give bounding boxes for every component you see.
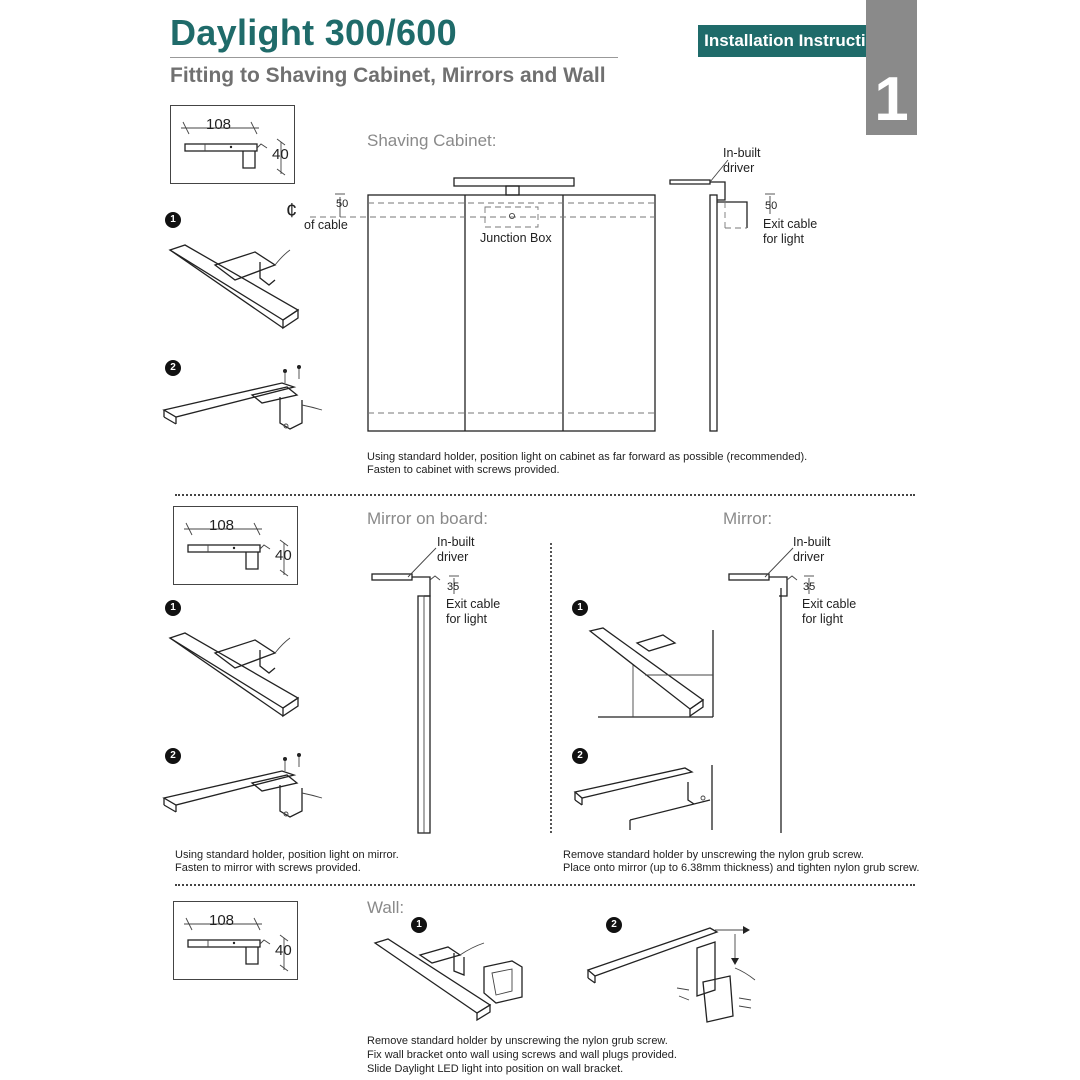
page-title: Daylight 300/600 <box>170 12 457 53</box>
page-subtitle: Fitting to Shaving Cabinet, Mirrors and … <box>170 64 606 87</box>
mirror-heading: Mirror: <box>723 509 773 528</box>
section-divider <box>175 494 915 496</box>
light-bar-step-1-illustration <box>168 632 300 718</box>
cable-label: of cable <box>304 218 348 232</box>
dimension-height: 40 <box>275 942 292 959</box>
driver-label-line1: In-built <box>437 535 475 549</box>
dimension-height: 40 <box>275 547 292 564</box>
step-2-marker: 2 <box>572 748 588 764</box>
section-divider <box>175 884 915 886</box>
dimension-width: 108 <box>209 517 235 534</box>
wall-caption-line2: Fix wall bracket onto wall using screws … <box>367 1049 677 1061</box>
title-divider <box>170 57 618 58</box>
step-1-marker: 1 <box>165 600 181 616</box>
mirror-caption-line2: Place onto mirror (up to 6.38mm thicknes… <box>563 862 920 874</box>
exit-cable-label-line2: for light <box>763 232 804 246</box>
step-1-marker: 1 <box>411 917 427 933</box>
mirror-board-caption-line1: Using standard holder, position light on… <box>175 849 399 861</box>
light-bar-step-1-illustration <box>168 244 300 330</box>
shaving-cabinet-heading: Shaving Cabinet: <box>367 131 497 150</box>
mirror-board-caption-line2: Fasten to mirror with screws provided. <box>175 862 361 874</box>
step-2-marker: 2 <box>165 748 181 764</box>
light-profile-drawing <box>184 917 289 972</box>
light-profile-drawing <box>181 121 286 176</box>
driver-label-line1: In-built <box>793 535 831 549</box>
centerline-symbol: ¢ <box>286 200 298 222</box>
dimension-box <box>173 901 298 980</box>
light-bar-step-2-illustration <box>162 753 323 818</box>
exit-cable-label-line1: Exit cable <box>763 217 818 231</box>
driver-label-line2: driver <box>723 161 755 175</box>
mirror-step-1-illustration <box>588 627 714 718</box>
wall-step-1-illustration <box>373 938 523 1022</box>
dimension-height: 40 <box>272 146 289 163</box>
dimension-box <box>170 105 295 184</box>
step-1-marker: 1 <box>572 600 588 616</box>
shaving-caption-line2: Fasten to cabinet with screws provided. <box>367 464 560 476</box>
cable-height-dimension: 50 <box>336 198 349 210</box>
step-1-marker: 1 <box>165 212 181 228</box>
mirror-on-board-drawing <box>371 547 459 834</box>
light-profile-drawing <box>184 522 289 577</box>
shaving-caption-line1: Using standard holder, position light on… <box>367 451 808 463</box>
vertical-divider <box>550 543 552 833</box>
step-2-marker: 2 <box>165 360 181 376</box>
exit-cable-label-line1: Exit cable <box>446 597 501 611</box>
exit-dimension: 35 <box>803 581 816 593</box>
mirror-on-board-heading: Mirror on board: <box>367 509 488 528</box>
page-number-block: 1 <box>866 0 917 135</box>
wall-heading: Wall: <box>367 898 405 917</box>
junction-box-label: Junction Box <box>480 231 552 245</box>
wall-caption-line1: Remove standard holder by unscrewing the… <box>367 1035 668 1047</box>
exit-cable-label-line1: Exit cable <box>802 597 857 611</box>
exit-dimension: 50 <box>765 200 778 212</box>
mirror-drawing <box>728 547 814 833</box>
page-number: 1 <box>874 65 909 134</box>
driver-label-line2: driver <box>437 550 469 564</box>
shaving-cabinet-drawing <box>310 159 775 432</box>
dimension-width: 108 <box>206 116 232 133</box>
exit-cable-label-line2: for light <box>802 612 843 626</box>
dimension-width: 108 <box>209 912 235 929</box>
step-2-marker: 2 <box>606 917 622 933</box>
wall-caption-line3: Slide Daylight LED light into position o… <box>367 1063 624 1075</box>
driver-label-line1: In-built <box>723 146 761 160</box>
dimension-box <box>173 506 298 585</box>
mirror-caption-line1: Remove standard holder by unscrewing the… <box>563 849 864 861</box>
exit-dimension: 35 <box>447 581 460 593</box>
exit-cable-label-line2: for light <box>446 612 487 626</box>
mirror-step-2-illustration <box>573 765 713 830</box>
driver-label-line2: driver <box>793 550 825 564</box>
wall-step-2-illustration <box>586 926 756 1023</box>
light-bar-step-2-illustration <box>162 365 323 430</box>
